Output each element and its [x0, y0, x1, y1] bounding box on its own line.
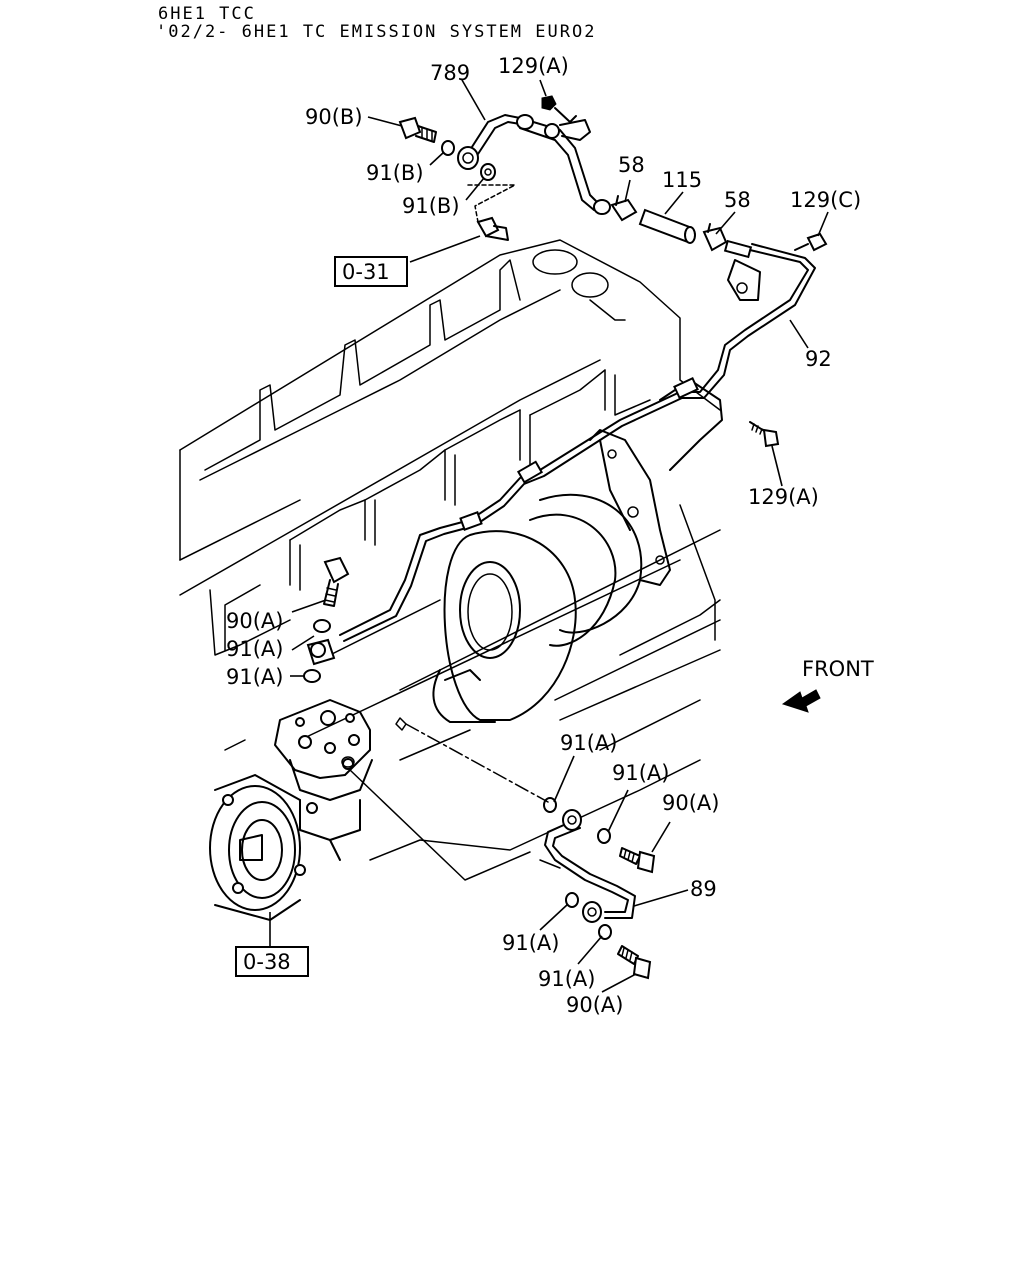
ref-box-0-38 — [235, 946, 309, 977]
label-91a-right-2: 91(A) — [612, 761, 669, 785]
label-58-left: 58 — [618, 153, 645, 177]
label-front: FRONT — [802, 657, 874, 681]
label-91b-1: 91(B) — [366, 161, 424, 185]
label-91a-right-4: 91(A) — [538, 967, 595, 991]
label-90a-left: 90(A) — [226, 609, 283, 633]
label-91a-right-3: 91(A) — [502, 931, 559, 955]
front-arrow-icon — [781, 689, 821, 713]
label-90b: 90(B) — [305, 105, 363, 129]
label-129c: 129(C) — [790, 188, 861, 212]
leader-lines — [269, 79, 829, 993]
label-58-right: 58 — [724, 188, 751, 212]
label-92: 92 — [805, 347, 832, 371]
part-labels: 789 129(A) 90(B) 91(B) 91(B) 58 115 58 1… — [226, 54, 874, 1017]
label-129a-mid: 129(A) — [748, 485, 819, 509]
header-title: '02/2- 6HE1 TC EMISSION SYSTEM EURO2 — [156, 22, 597, 42]
label-115: 115 — [662, 168, 702, 192]
label-789: 789 — [430, 61, 470, 85]
bolt-129a-top — [541, 95, 577, 123]
ref-box-0-31 — [334, 256, 408, 287]
label-89: 89 — [690, 877, 717, 901]
bolt-90b — [398, 116, 496, 181]
label-91a-right-1: 91(A) — [560, 731, 617, 755]
fitting-0-31 — [467, 184, 516, 241]
label-91b-2: 91(B) — [402, 194, 460, 218]
air-compressor — [209, 699, 373, 921]
label-ref-0-31: 0-31 — [342, 260, 390, 284]
label-91a-left-2: 91(A) — [226, 665, 283, 689]
label-129a-top: 129(A) — [498, 54, 569, 78]
label-ref-0-38: 0-38 — [243, 950, 291, 974]
reference-lines — [349, 717, 561, 881]
header-model: 6HE1 TCC — [158, 4, 256, 24]
bolt-129c — [794, 232, 828, 252]
hose-789 — [457, 114, 611, 215]
bolt-90a-left — [303, 556, 350, 683]
clamp-58-right — [702, 223, 728, 252]
label-91a-left-1: 91(A) — [226, 637, 283, 661]
pipe-89 — [543, 797, 656, 980]
label-90a-right-2: 90(A) — [566, 993, 623, 1017]
label-90a-right-1: 90(A) — [662, 791, 719, 815]
bolt-129a-mid — [749, 421, 780, 448]
hose-115 — [638, 208, 696, 244]
clamp-58-left — [610, 195, 638, 222]
pipe-92 — [339, 239, 816, 642]
